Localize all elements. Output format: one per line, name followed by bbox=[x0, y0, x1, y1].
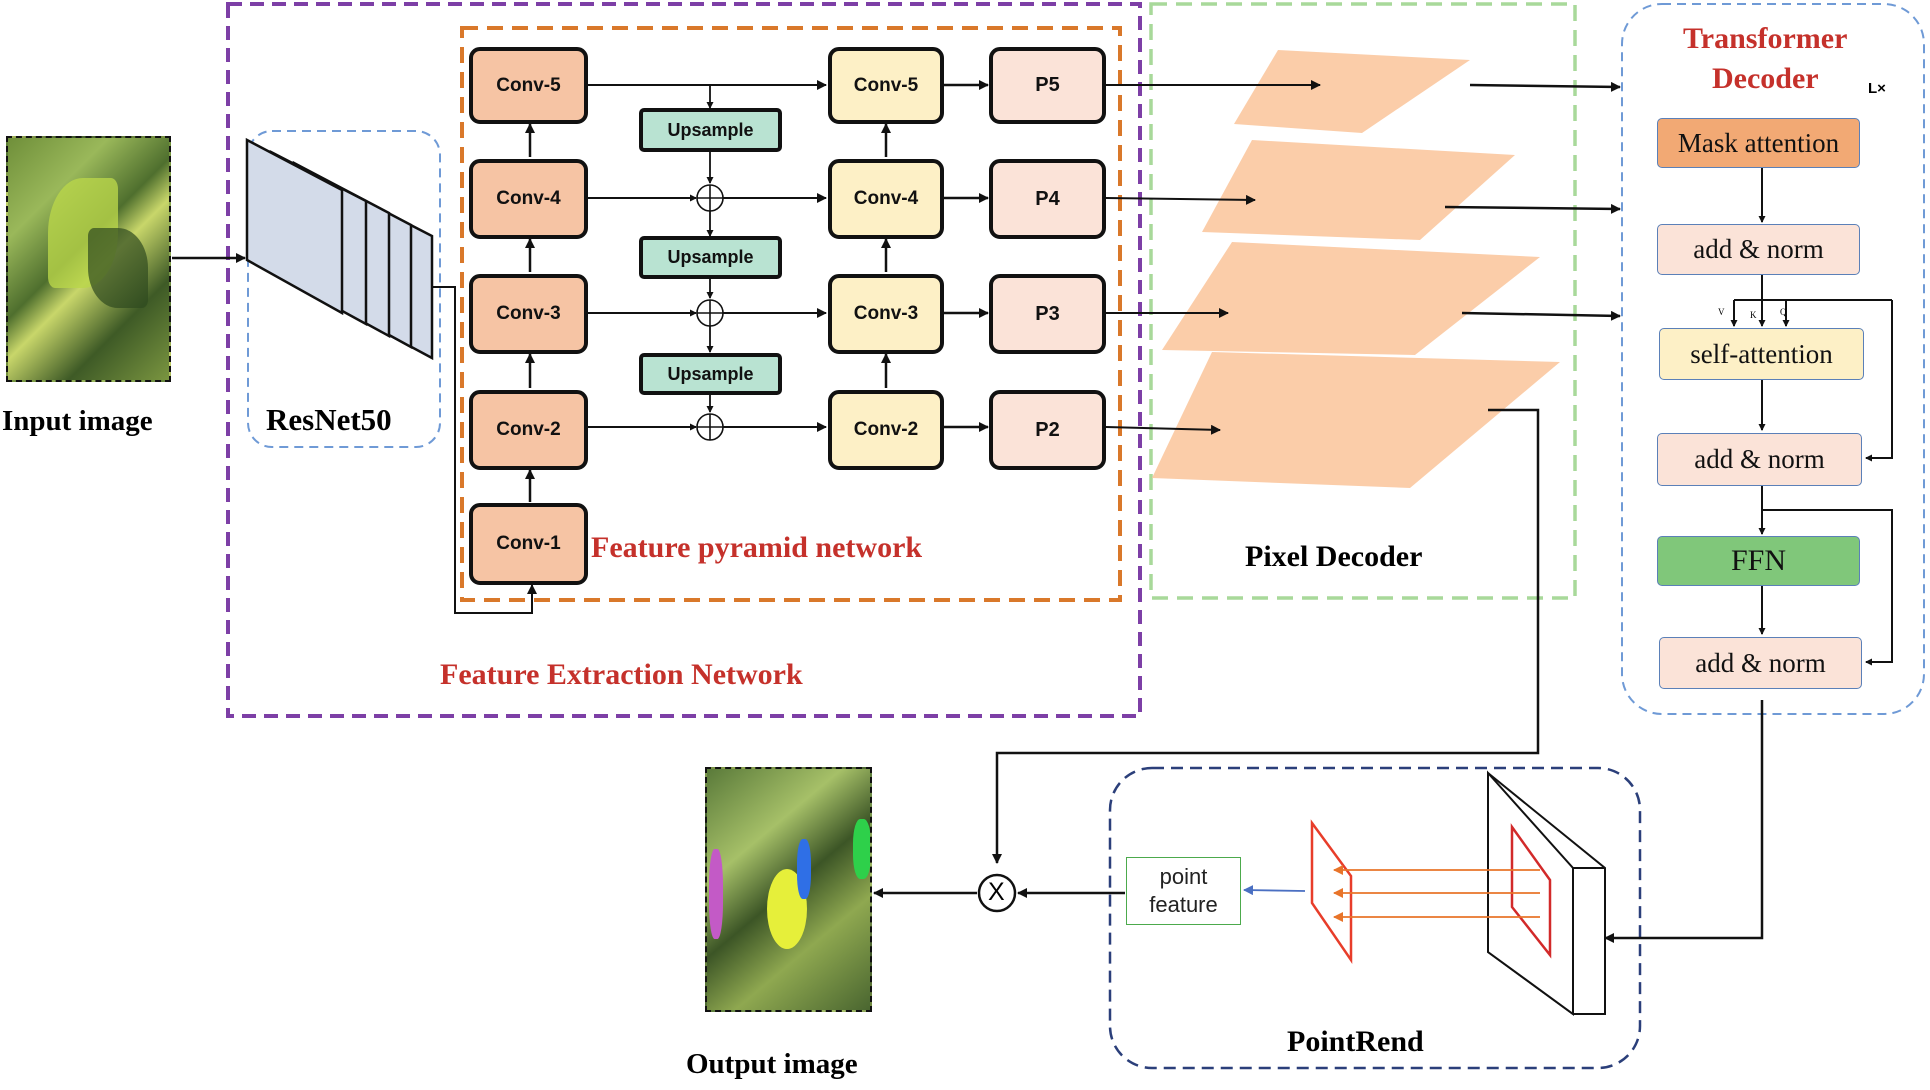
pointrend-sample-region bbox=[1510, 823, 1552, 959]
input-image-label: Input image bbox=[2, 405, 153, 437]
multiply-label: X bbox=[988, 878, 1005, 906]
resnet-feature-maps bbox=[245, 137, 434, 361]
right-conv-3: Conv-3 bbox=[828, 274, 944, 354]
right-conv-2: Conv-2 bbox=[828, 390, 944, 470]
upsample-1: Upsample bbox=[639, 108, 782, 152]
left-conv-2: Conv-2 bbox=[469, 390, 588, 470]
upsample-2: Upsample bbox=[639, 236, 782, 279]
k-label: K bbox=[1750, 310, 1757, 320]
pixel-decoder-title: Pixel Decoder bbox=[1245, 540, 1423, 573]
v-label: V bbox=[1718, 307, 1725, 317]
output-image-label: Output image bbox=[686, 1048, 858, 1080]
leaf-shape-2 bbox=[88, 228, 148, 308]
add-norm-block-1: add & norm bbox=[1657, 224, 1860, 275]
right-conv-4: Conv-4 bbox=[828, 159, 944, 239]
mask-blue bbox=[797, 839, 811, 899]
output-image bbox=[705, 767, 872, 1012]
feature-extraction-region bbox=[226, 2, 1142, 718]
fpn-region bbox=[460, 26, 1122, 602]
transformer-decoder-title-line1: Transformer bbox=[1683, 22, 1848, 55]
point-feature-line2: feature bbox=[1149, 892, 1218, 917]
left-conv-5: Conv-5 bbox=[469, 47, 588, 124]
upsample-3: Upsample bbox=[639, 353, 782, 395]
mask-purple bbox=[709, 849, 723, 939]
resnet-label: ResNet50 bbox=[266, 402, 392, 437]
repeat-label: L× bbox=[1868, 80, 1886, 97]
pointrend-region bbox=[1108, 766, 1642, 1070]
transformer-decoder-region bbox=[1621, 3, 1925, 715]
p4-box: P4 bbox=[989, 159, 1106, 239]
right-conv-5: Conv-5 bbox=[828, 47, 944, 124]
self-attention-block: self-attention bbox=[1659, 328, 1864, 380]
input-image bbox=[6, 136, 171, 382]
resnet-region bbox=[247, 130, 441, 448]
transformer-decoder-title-line2: Decoder bbox=[1712, 62, 1819, 95]
q-label: Q bbox=[1780, 307, 1787, 317]
pointrend-title: PointRend bbox=[1287, 1025, 1424, 1058]
ffn-block: FFN bbox=[1657, 536, 1860, 586]
pointrend-point-plane bbox=[1310, 819, 1353, 965]
add-norm-block-2: add & norm bbox=[1657, 433, 1862, 486]
p5-box: P5 bbox=[989, 47, 1106, 124]
add-norm-block-3: add & norm bbox=[1659, 637, 1862, 689]
feature-extraction-title: Feature Extraction Network bbox=[440, 658, 803, 691]
mask-attention-block: Mask attention bbox=[1657, 118, 1860, 168]
pixel-decoder-planes bbox=[1152, 50, 1560, 488]
left-conv-4: Conv-4 bbox=[469, 159, 588, 239]
p3-box: P3 bbox=[989, 274, 1106, 354]
point-feature-line1: point bbox=[1159, 864, 1208, 889]
pixel-decoder-region bbox=[1149, 2, 1577, 600]
multiply-operator bbox=[977, 873, 1017, 913]
left-conv-1: Conv-1 bbox=[469, 503, 588, 585]
p2-box: P2 bbox=[989, 390, 1106, 470]
mask-green bbox=[853, 819, 870, 879]
fpn-title: Feature pyramid network bbox=[591, 531, 923, 564]
left-conv-3: Conv-3 bbox=[469, 274, 588, 354]
point-feature-box: point feature bbox=[1126, 857, 1241, 925]
